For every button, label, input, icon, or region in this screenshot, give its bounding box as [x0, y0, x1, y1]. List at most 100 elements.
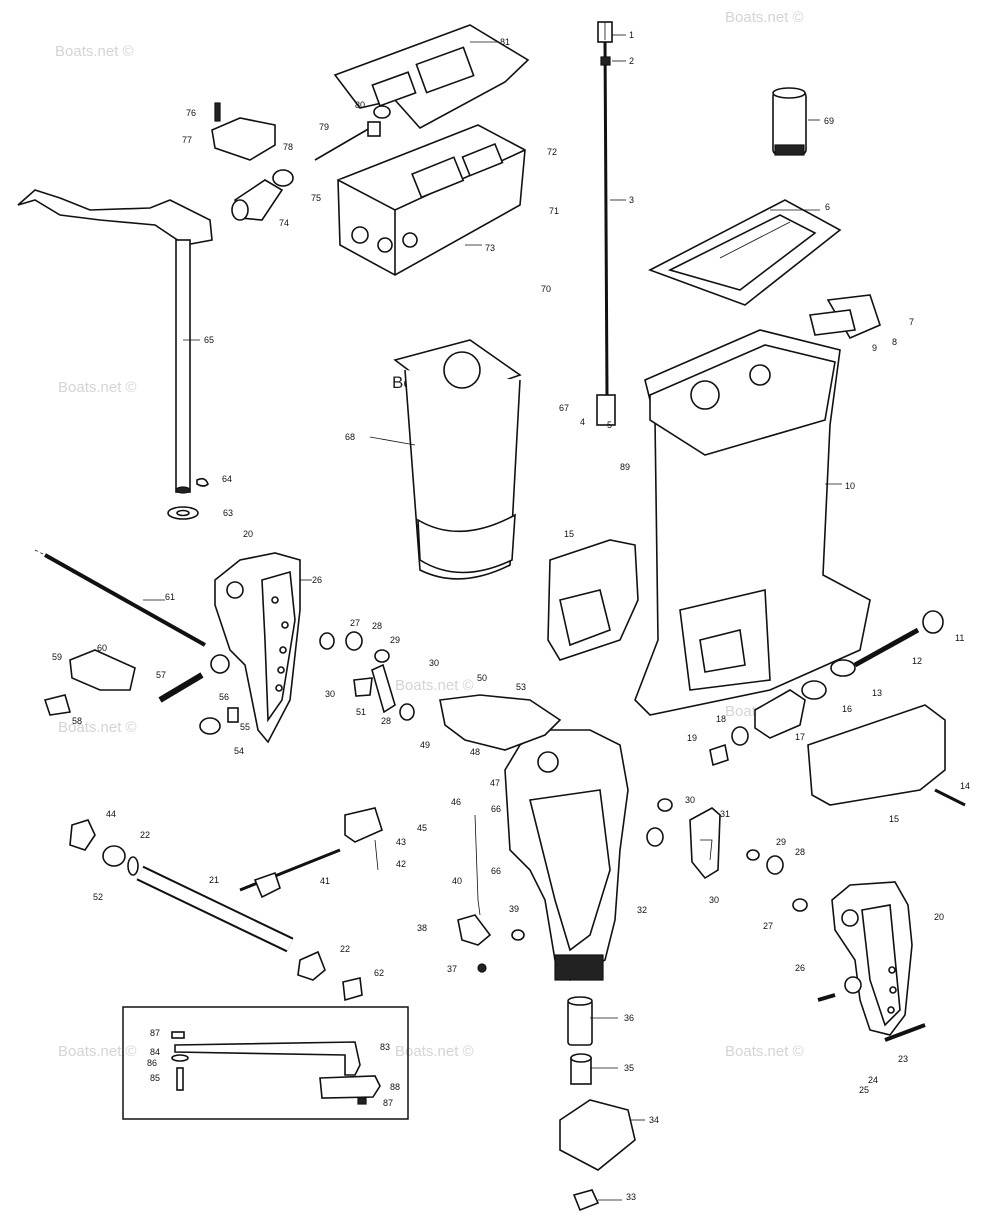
tilt-lock-assembly [239, 807, 383, 899]
callout: 7 [909, 317, 914, 327]
callout: 21 [209, 875, 219, 885]
callout: 72 [547, 147, 557, 157]
callout: 66 [491, 804, 501, 814]
callout: 27 [350, 618, 360, 628]
callout: 30 [429, 658, 439, 668]
callout: 74 [279, 218, 289, 228]
callout: 44 [106, 809, 116, 819]
callout: 78 [283, 142, 293, 152]
callout: 38 [417, 923, 427, 933]
callout: 37 [447, 964, 457, 974]
callout: 76 [186, 108, 196, 118]
callout: 16 [842, 704, 852, 714]
callout: 87 [383, 1098, 393, 1108]
washers [167, 477, 209, 520]
stern-bracket-left [210, 552, 301, 744]
callout: 20 [934, 912, 944, 922]
callout: 4 [580, 417, 585, 427]
callout: 29 [776, 837, 786, 847]
tilt-lock-lever [689, 807, 721, 880]
callout: 2 [629, 56, 634, 66]
callout: 59 [52, 652, 62, 662]
callout: 9 [872, 343, 877, 353]
callout: 89 [620, 462, 630, 472]
callout: 14 [960, 781, 970, 791]
watermark: Boats.net © [58, 1043, 137, 1060]
callout: 30 [709, 895, 719, 905]
pivot-bracket-7-8-9 [809, 294, 881, 340]
callout: 12 [912, 656, 922, 666]
callout: 86 [147, 1058, 157, 1068]
clamp-77 [211, 102, 276, 161]
callout: 39 [509, 904, 519, 914]
callout: 84 [150, 1047, 160, 1057]
adapter-gasket [648, 199, 842, 306]
callout: 15 [889, 814, 899, 824]
callout: 52 [93, 892, 103, 902]
watermark: Boats.net © [55, 43, 134, 60]
callout: 13 [872, 688, 882, 698]
callout: 69 [824, 116, 834, 126]
callout: 62 [374, 968, 384, 978]
callout: 19 [687, 733, 697, 743]
callout: 75 [311, 193, 321, 203]
callout: 88 [390, 1082, 400, 1092]
callout: 48 [470, 747, 480, 757]
callout: 61 [165, 592, 175, 602]
callout: 5 [607, 420, 612, 430]
callout: 53 [516, 682, 526, 692]
callout: 34 [649, 1115, 659, 1125]
callout: 64 [222, 474, 232, 484]
callout: 36 [624, 1013, 634, 1023]
callout: 15 [564, 529, 574, 539]
callout: 47 [490, 778, 500, 788]
callout: 25 [859, 1085, 869, 1095]
callout: 28 [381, 716, 391, 726]
callout: 17 [795, 732, 805, 742]
callout: 54 [234, 746, 244, 756]
callout: 33 [626, 1192, 636, 1202]
callout: 68 [345, 432, 355, 442]
shift-rod [596, 21, 616, 426]
bushing-74 [231, 105, 391, 221]
callout: 27 [763, 921, 773, 931]
stern-bracket-right [817, 881, 926, 1042]
exhaust-cover [337, 124, 526, 276]
callout: 20 [243, 529, 253, 539]
callout: 70 [541, 284, 551, 294]
callout: 1 [629, 30, 634, 40]
callout: 80 [355, 100, 365, 110]
callout: 30 [685, 795, 695, 805]
callout: 81 [500, 37, 510, 47]
callout: 58 [72, 716, 82, 726]
callout: 35 [624, 1063, 634, 1073]
swivel-bracket [439, 694, 629, 982]
callout: 3 [629, 195, 634, 205]
callout: 26 [795, 963, 805, 973]
callout: 18 [716, 714, 726, 724]
inset-box [122, 1006, 409, 1120]
watermark: Boats.net © [725, 1043, 804, 1060]
callout: 6 [825, 202, 830, 212]
callout: 41 [320, 876, 330, 886]
steering-arm [17, 189, 213, 494]
callout: 55 [240, 722, 250, 732]
swivel-parts-left [457, 814, 525, 973]
callout: 73 [485, 243, 495, 253]
exhaust-tube [393, 339, 522, 580]
callout: 51 [356, 707, 366, 717]
callout: 49 [420, 740, 430, 750]
callout-labels: 1 2 3 4 5 6 7 8 9 10 11 12 13 14 15 15 1… [52, 30, 970, 1202]
swivel-bearings [559, 996, 636, 1212]
callout: 87 [150, 1028, 160, 1038]
callout: 66 [491, 866, 501, 876]
side-plate-15-right [807, 704, 966, 807]
callout: 56 [219, 692, 229, 702]
watermark: Boats.net © [395, 1043, 474, 1060]
callout: 71 [549, 206, 559, 216]
callout: 57 [156, 670, 166, 680]
callout: 28 [795, 847, 805, 857]
leader-lines [143, 34, 842, 1201]
callout: 85 [150, 1073, 160, 1083]
